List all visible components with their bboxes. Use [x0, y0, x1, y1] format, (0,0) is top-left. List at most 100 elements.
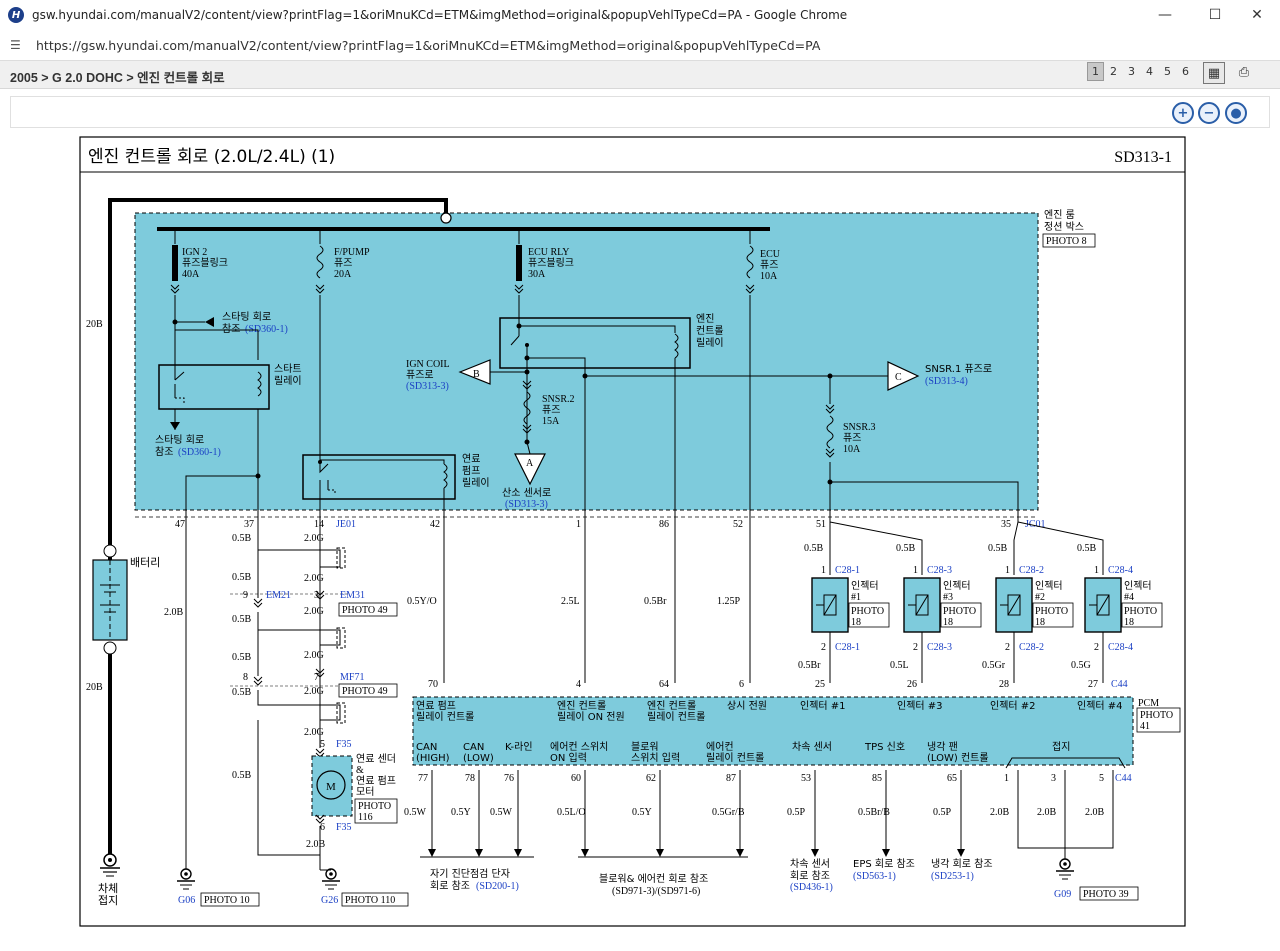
pcm-bottom-pin: 76: [504, 773, 514, 784]
pcm-bottom-label-1: K-라인: [505, 741, 533, 753]
connector-mf71[interactable]: MF71: [340, 672, 364, 683]
pcm-bottom-pin: 85: [872, 773, 882, 784]
ref-diag-1: 자기 진단점검 단자: [430, 868, 510, 880]
page-2[interactable]: 2: [1110, 65, 1117, 78]
connector-c44-bottom[interactable]: C44: [1115, 773, 1132, 784]
injector-conn-top[interactable]: C28-3: [927, 565, 952, 576]
ref-eps-code[interactable]: (SD563-1): [853, 871, 896, 882]
zoom-fit-icon[interactable]: ●: [1225, 102, 1247, 124]
arrow-icon: [882, 849, 890, 857]
injector-label-1: 인젝터: [851, 580, 879, 592]
fuse-ecu: ECU 퓨즈 10A: [745, 229, 781, 510]
start-relay-label-2: 릴레이: [274, 374, 302, 387]
site-info-icon[interactable]: ☰: [10, 38, 21, 52]
diagram-title: 엔진 컨트롤 회로 (2.0L/2.4L) (1): [88, 147, 335, 167]
maximize-icon[interactable]: ☐: [1208, 7, 1222, 23]
pcm-bottom-wire-label: 0.5Y: [632, 807, 652, 818]
ref-start-bottom-2: 참조: [155, 446, 173, 458]
pin-86: 86: [659, 519, 669, 530]
ground-g06-label[interactable]: G06: [178, 895, 195, 906]
ref-start-bottom-code[interactable]: (SD360-1): [178, 447, 221, 458]
ecm-relay-label-2: 컨트롤: [696, 325, 724, 337]
fuse-snsr2-label-3: 15A: [542, 416, 560, 427]
injector-pin-top: 1: [913, 565, 918, 576]
fuel-relay-label-1: 연료: [462, 453, 480, 465]
injector-pin-top: 1: [821, 565, 826, 576]
injector-feed-wire: [1017, 521, 1104, 575]
ref-fan-code[interactable]: (SD253-1): [931, 871, 974, 882]
ref-ign-coil-1: IGN COIL: [406, 359, 450, 370]
ref-snsr1-code[interactable]: (SD313-4): [925, 376, 968, 387]
pcm-label-inj4: 인젝터 #4: [1077, 700, 1123, 712]
pin-42: 42: [430, 519, 440, 530]
pin-1: 1: [576, 519, 581, 530]
injector-wire-top: 0.5B: [1077, 543, 1097, 554]
ref-diag-code[interactable]: (SD200-1): [476, 881, 519, 892]
fuse-ecurly-label-1: ECU RLY: [528, 247, 570, 258]
injector-feed-wire: [1013, 521, 1019, 575]
injector-wire-bottom: 0.5L: [890, 660, 909, 671]
ref-o2-code[interactable]: (SD313-3): [505, 499, 548, 510]
ref-start-top-code[interactable]: (SD360-1): [245, 324, 288, 335]
pcm-box: [412, 696, 1134, 766]
wire-20g-d: 2.0G: [304, 650, 324, 661]
start-relay-label-1: 스타트: [274, 363, 302, 375]
injector-conn-bottom[interactable]: C28-2: [1019, 642, 1044, 653]
pcm-bottom-label-2: (LOW) 컨트롤: [927, 752, 989, 764]
minimize-icon[interactable]: —: [1158, 7, 1172, 23]
ref-fan-1: 냉각 회로 참조: [931, 858, 993, 870]
address-bar[interactable]: ☰ https://gsw.hyundai.com/manualV2/conte…: [0, 30, 1280, 61]
connector-c44-top[interactable]: C44: [1111, 679, 1128, 690]
connector-em21[interactable]: EM21: [266, 590, 291, 601]
pcm-bottom-pin: 62: [646, 773, 656, 784]
pcm-bottom-label-1: 냉각 팬: [927, 741, 958, 753]
ref-vss-code[interactable]: (SD436-1): [790, 882, 833, 893]
connector-f35-top[interactable]: F35: [336, 739, 352, 750]
fuse-snsr2-label-2: 퓨즈: [542, 405, 560, 416]
page-5[interactable]: 5: [1164, 65, 1171, 78]
page-3[interactable]: 3: [1128, 65, 1135, 78]
ground-g09-label[interactable]: G09: [1054, 889, 1071, 900]
arrow-icon: [656, 849, 664, 857]
chip-icon[interactable]: ▦: [1203, 62, 1225, 84]
connector-em31[interactable]: EM31: [340, 590, 365, 601]
fuse-snsr2-label-1: SNSR.2: [542, 394, 575, 405]
injector-wire-top: 0.5B: [896, 543, 916, 554]
pcm-bottom-wire-label: 0.5P: [933, 807, 952, 818]
pin-7: 7: [314, 672, 319, 683]
fuel-pump-relay: [302, 454, 456, 500]
zoom-out-icon[interactable]: −: [1198, 102, 1220, 124]
ground-g26-label[interactable]: G26: [321, 895, 338, 906]
pcm-bottom-pin: 53: [801, 773, 811, 784]
wire-20g-c: 2.0G: [304, 606, 324, 617]
connector-f35-bottom[interactable]: F35: [336, 822, 352, 833]
print-icon[interactable]: ⎙: [1238, 64, 1250, 80]
injector-photo-box: [940, 602, 982, 628]
connector-jc01[interactable]: JC01: [1025, 519, 1046, 530]
zoom-in-icon[interactable]: +: [1172, 102, 1194, 124]
pump-label-4: 모터: [356, 786, 374, 798]
injector-conn-bottom[interactable]: C28-4: [1108, 642, 1133, 653]
pcm-pin-64: 64: [659, 679, 669, 690]
injector-wire-bottom: 0.5G: [1071, 660, 1091, 671]
ground-bracket: [1005, 757, 1126, 769]
pcm-bottom-label-1: 차속 센서: [792, 741, 832, 753]
injector-conn-top[interactable]: C28-1: [835, 565, 860, 576]
ref-ign-coil-code[interactable]: (SD313-3): [406, 381, 449, 392]
injector-photo-1: PHOTO: [1035, 606, 1068, 617]
page-1[interactable]: 1: [1087, 62, 1104, 81]
injector-conn-bottom[interactable]: C28-1: [835, 642, 860, 653]
injector-conn-bottom[interactable]: C28-3: [927, 642, 952, 653]
ref-o2-mark: A: [526, 458, 534, 469]
pcm-photo-2: 41: [1140, 721, 1150, 732]
close-icon[interactable]: ✕: [1251, 7, 1263, 23]
wire-20g-a: 2.0G: [304, 533, 324, 544]
injector-conn-top[interactable]: C28-4: [1108, 565, 1133, 576]
page-4[interactable]: 4: [1146, 65, 1153, 78]
page-6[interactable]: 6: [1182, 65, 1189, 78]
injector-conn-top[interactable]: C28-2: [1019, 565, 1044, 576]
url-text[interactable]: https://gsw.hyundai.com/manualV2/content…: [36, 37, 821, 53]
connector-je01[interactable]: JE01: [336, 519, 356, 530]
injector-coil-line: [915, 594, 929, 616]
